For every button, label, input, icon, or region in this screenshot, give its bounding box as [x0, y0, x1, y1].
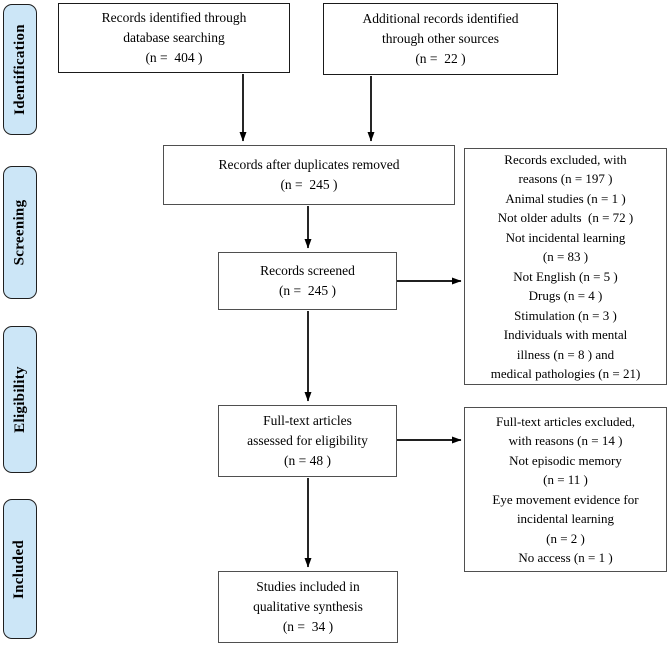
- stage-included: Included: [3, 499, 37, 639]
- box-fulltext-assessed: Full-text articles assessed for eligibil…: [218, 405, 397, 477]
- box-line: Records identified through: [101, 10, 247, 26]
- box-line: (n = 48 ): [284, 452, 331, 468]
- box-records-excluded: Records excluded, with reasons (n = 197 …: [464, 148, 667, 385]
- box-line: Eye movement evidence for: [492, 491, 639, 507]
- box-line: Not English (n = 5 ): [513, 268, 618, 284]
- box-records-screened: Records screened (n = 245 ): [218, 252, 397, 310]
- box-records-after-duplicates-removed: Records after duplicates removed (n = 24…: [163, 145, 455, 205]
- box-line: Not older adults (n = 72 ): [497, 210, 634, 225]
- stage-screening-label: Screening: [11, 199, 28, 266]
- box-line: (n = 22 ): [415, 50, 466, 66]
- stage-screening: Screening: [3, 166, 37, 299]
- box-line: illness (n = 8 ) and: [516, 346, 615, 362]
- box-line: (n = 83 ): [542, 249, 589, 264]
- stage-eligibility: Eligibility: [3, 326, 37, 473]
- box-studies-included: Studies included in qualitative synthesi…: [218, 571, 398, 643]
- box-line: Drugs (n = 4 ): [528, 288, 603, 303]
- box-records-identified-database: Records identified through database sear…: [58, 3, 290, 73]
- box-line: reasons (n = 197 ): [518, 171, 613, 186]
- box-line: Records excluded, with: [504, 151, 627, 167]
- box-line: (n = 404 ): [145, 49, 203, 65]
- box-line: database searching: [123, 30, 225, 46]
- box-line: Not incidental learning: [505, 229, 626, 245]
- box-line: (n = 245 ): [280, 177, 338, 192]
- box-line: Records screened: [260, 263, 355, 279]
- box-line: (n = 11 ): [543, 472, 588, 487]
- box-line: No access (n = 1 ): [518, 550, 613, 565]
- box-line: through other sources: [382, 31, 499, 47]
- box-line: Studies included in: [256, 579, 360, 595]
- box-line: Stimulation (n = 3 ): [514, 307, 617, 323]
- box-additional-records-other-sources: Additional records identified through ot…: [323, 3, 558, 75]
- box-line: Records after duplicates removed: [218, 157, 400, 173]
- box-line: assessed for eligibility: [247, 433, 368, 449]
- box-line: Full-text articles: [263, 413, 352, 429]
- box-fulltext-excluded: Full-text articles excluded, with reason…: [464, 407, 667, 572]
- stage-included-label: Included: [11, 539, 28, 599]
- box-line: with reasons (n = 14 ): [508, 433, 623, 448]
- box-line: Additional records identified: [362, 11, 519, 27]
- box-line: medical pathologies (n = 21): [490, 366, 641, 381]
- box-line: (n = 2 ): [546, 530, 585, 546]
- box-line: qualitative synthesis: [253, 599, 363, 615]
- stage-eligibility-label: Eligibility: [11, 366, 28, 433]
- box-line: incidental learning: [516, 511, 615, 526]
- box-line: Individuals with mental: [503, 327, 628, 342]
- box-line: (n = 245 ): [278, 283, 337, 298]
- box-line: Not episodic memory: [509, 452, 622, 468]
- box-line: Animal studies (n = 1 ): [505, 190, 626, 206]
- stage-identification: Identification: [3, 4, 37, 135]
- stage-identification-label: Identification: [11, 24, 28, 115]
- box-line: (n = 34 ): [282, 618, 334, 634]
- box-line: Full-text articles excluded,: [496, 413, 635, 429]
